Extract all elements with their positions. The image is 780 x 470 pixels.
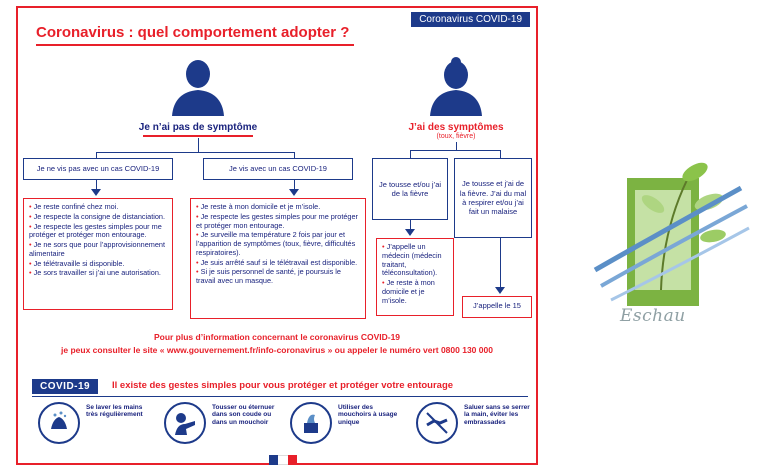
- connector-line: [410, 150, 411, 158]
- list-item: Je reste à mon domicile et je m’isole.: [382, 278, 448, 305]
- list-item: Si je suis personnel de santé, je poursu…: [196, 267, 360, 286]
- list-item: Je suis arrêté sauf si le télétravail es…: [196, 258, 360, 268]
- symptoms-sub: (toux, fièvre): [436, 133, 476, 140]
- gesture-text: Tousser ou éternuer dans son coude ou da…: [212, 404, 275, 426]
- connector-line: [96, 152, 97, 158]
- no-contact-actions: Je reste confiné chez moi. Je respecte l…: [23, 198, 173, 310]
- covid-tag: COVID-19: [32, 379, 99, 394]
- no-symptom-heading: Je n’ai pas de symptôme: [138, 122, 258, 133]
- branch-mild-symptoms: Je tousse et/ou j’ai de la fièvre: [372, 158, 448, 220]
- gesture-item: Utiliser des mouchoirs à usage unique: [286, 400, 406, 456]
- arrow-down-icon: [495, 287, 505, 294]
- arrow-down-icon: [289, 189, 299, 196]
- gesture-item: Saluer sans se serrer la main, éviter le…: [412, 400, 532, 456]
- symptoms-heading: J’ai des symptômes: [408, 122, 504, 133]
- branch-no-covid-contact: Je ne vis pas avec un cas COVID-19: [23, 158, 173, 180]
- gestures-title: Il existe des gestes simples pour vous p…: [112, 380, 454, 391]
- connector-line: [410, 150, 500, 151]
- tissue-icon: [290, 402, 332, 444]
- connector-line: [500, 238, 501, 288]
- arrow-down-icon: [91, 189, 101, 196]
- french-flag-icon: [269, 455, 297, 465]
- covid-poster: Coronavirus COVID-19 Coronavirus : quel …: [16, 6, 538, 465]
- poster-title: Coronavirus : quel comportement adopter …: [36, 24, 350, 41]
- connector-line: [294, 180, 295, 190]
- list-item: Je reste à mon domicile et je m’isole.: [196, 202, 360, 212]
- gestures-divider: [32, 396, 528, 397]
- connector-line: [456, 142, 457, 150]
- list-item: J’appelle un médecin (médecin traitant, …: [382, 242, 448, 278]
- gesture-text: Saluer sans se serrer la main, éviter le…: [464, 404, 530, 426]
- poster-tag: Coronavirus COVID-19: [411, 12, 530, 27]
- eschau-logo: [591, 120, 751, 340]
- list-item: Je surveille ma température 2 fois par j…: [196, 230, 360, 257]
- info-line-1: Pour plus d’information concernant le co…: [153, 332, 401, 342]
- no-handshake-icon: [416, 402, 458, 444]
- info-line-2: je peux consulter le site « www.gouverne…: [61, 345, 493, 355]
- sneeze-elbow-icon: [164, 402, 206, 444]
- connector-line: [96, 180, 97, 190]
- gesture-item: Se laver les mains très régulièrement: [34, 400, 154, 456]
- connector-line: [500, 150, 501, 158]
- gesture-text: Se laver les mains très régulièrement: [86, 404, 143, 419]
- sick-person-icon: [426, 56, 486, 116]
- list-item: Je respecte les gestes simples pour me p…: [29, 222, 167, 241]
- connector-line: [294, 152, 295, 158]
- connector-line: [198, 138, 199, 152]
- list-item: Je reste confiné chez moi.: [29, 202, 167, 212]
- mild-actions: J’appelle un médecin (médecin traitant, …: [376, 238, 454, 316]
- title-underline: [36, 44, 354, 46]
- heading-underline: [143, 135, 253, 137]
- branch-severe-symptoms: Je tousse et j’ai de la fièvre. J’ai du …: [454, 158, 532, 238]
- list-item: Je télétravaille si disponible.: [29, 259, 167, 269]
- list-item: Je ne sors que pour l’approvisionnement …: [29, 240, 167, 259]
- gesture-text: Utiliser des mouchoirs à usage unique: [338, 404, 398, 426]
- connector-line: [96, 152, 294, 153]
- person-icon: [168, 56, 228, 116]
- logo-text: Eschau: [620, 306, 686, 326]
- hand-washing-icon: [38, 402, 80, 444]
- connector-line: [410, 220, 411, 230]
- list-item: Je sors travailler si j’ai une autorisat…: [29, 268, 167, 278]
- gesture-item: Tousser ou éternuer dans son coude ou da…: [160, 400, 280, 456]
- call-15-box: J’appelle le 15: [462, 296, 532, 318]
- list-item: Je respecte les gestes simples pour me p…: [196, 212, 360, 231]
- branch-covid-contact: Je vis avec un cas COVID-19: [203, 158, 353, 180]
- contact-actions: Je reste à mon domicile et je m’isole. J…: [190, 198, 366, 319]
- arrow-down-icon: [405, 229, 415, 236]
- list-item: Je respecte la consigne de distanciation…: [29, 212, 167, 222]
